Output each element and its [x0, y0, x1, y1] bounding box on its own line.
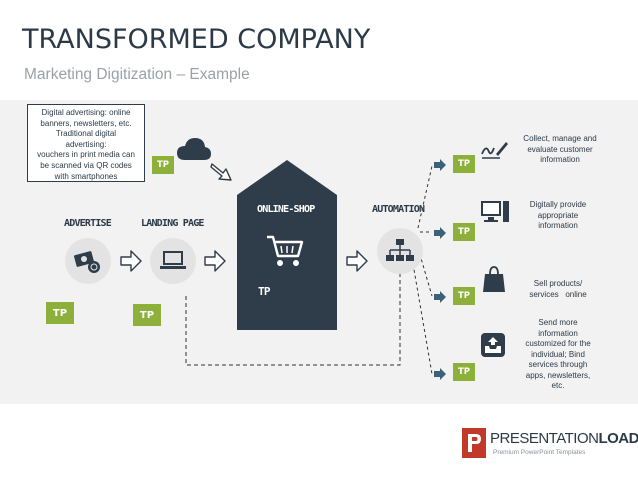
presentationload-logo-icon — [462, 428, 486, 458]
logo-wordmark: PRESENTATIONLOAD® — [490, 430, 638, 447]
arrow-right-icon — [346, 250, 368, 272]
small-arrow-icon — [434, 368, 446, 380]
tp-badge: TP — [133, 304, 161, 326]
cloud-icon — [177, 138, 211, 160]
page-subtitle: Marketing Digitization – Example — [24, 66, 250, 83]
small-arrow-icon — [434, 227, 446, 239]
arrow-right-icon — [204, 250, 226, 272]
computer-icon — [481, 201, 509, 222]
inbox-icon — [481, 333, 505, 357]
online-shop-house — [237, 160, 337, 330]
landing-page-circle — [150, 238, 196, 284]
small-arrow-icon — [434, 159, 446, 171]
callout-line: vouchers in print media can — [37, 150, 135, 160]
label-automation: AUTOMATION — [372, 204, 425, 215]
advertise-circle — [65, 238, 111, 284]
callout-line: banners, newsletters, etc. — [40, 118, 132, 128]
label-online-shop: ONLINE-SHOP — [257, 204, 315, 215]
callout-line: with smartphones — [54, 171, 118, 181]
page-title: TRANSFORMED COMPANY — [22, 24, 371, 55]
signature-icon — [481, 142, 508, 159]
label-landing-page: LANDING PAGE — [141, 218, 204, 229]
small-arrow-icon — [434, 291, 446, 303]
result-text-4: Send more information customized for the… — [525, 318, 591, 390]
tp-badge: TP — [152, 156, 174, 174]
tp-badge: TP — [453, 287, 475, 305]
shopping-cart-icon — [267, 235, 304, 266]
result-text-2: Digitally provide appropriate informatio… — [529, 200, 587, 230]
tp-badge: TP — [453, 223, 475, 241]
automation-circle — [377, 228, 423, 274]
callout-box: Digital advertising: online banners, new… — [27, 104, 145, 182]
callout-line: Traditional digital — [55, 129, 117, 139]
money-icon — [73, 251, 100, 273]
tp-badge: TP — [453, 363, 475, 381]
shopping-bag-icon — [483, 266, 505, 292]
shop-tp-label: TP — [258, 285, 270, 298]
arrow-down-right-icon — [210, 163, 232, 181]
logo-tagline: Premium PowerPoint Templates — [493, 449, 586, 456]
tp-badge: TP — [46, 302, 74, 324]
callout-line: Digital advertising: online — [41, 108, 131, 117]
arrow-right-icon — [120, 250, 142, 272]
callout-line: be scanned via QR codes — [40, 160, 132, 170]
label-advertise: ADVERTISE — [64, 218, 112, 229]
result-text-1: Collect, manage and evaluate customer in… — [523, 134, 597, 164]
result-text-3: Sell products/ services online — [529, 279, 587, 299]
laptop-icon — [160, 251, 186, 269]
callout-line: advertising: — [65, 139, 107, 149]
tp-badge: TP — [453, 155, 475, 173]
hierarchy-icon — [386, 239, 414, 261]
